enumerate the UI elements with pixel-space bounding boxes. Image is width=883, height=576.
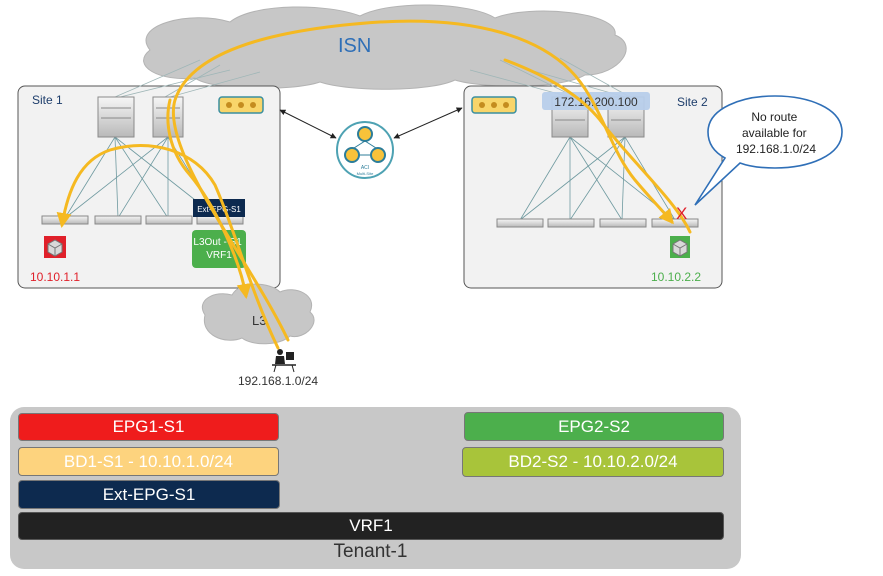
bd2-s2-bar: BD2-S2 - 10.10.2.0/24 — [462, 447, 724, 477]
flow-ext-to-site1 — [56, 143, 280, 350]
vrf1-bar: VRF1 — [18, 512, 724, 540]
isn-label: ISN — [338, 35, 371, 57]
ext-epg-s1-bar: Ext-EPG-S1 — [18, 480, 280, 509]
flow-site1-spine — [166, 98, 252, 299]
multisite-orchestrator-icon — [336, 121, 394, 179]
no-route-callout-text: No route available for 192.168.1.0/24 — [736, 110, 816, 156]
site2-leaf-2 — [547, 218, 595, 228]
site2-apic-icon — [471, 96, 517, 114]
flow-site2-return — [503, 58, 692, 234]
epg2-s2-bar: EPG2-S2 — [464, 412, 724, 441]
orchestrator-link-site1 — [279, 109, 337, 139]
orchestrator-label-line2: Multi-Site — [357, 171, 374, 176]
site2-leaf-3 — [599, 218, 647, 228]
site1-apic-icon — [218, 96, 264, 114]
site1-leaf-3 — [145, 215, 193, 225]
tenant-label: Tenant-1 — [333, 541, 408, 562]
site2-endpoint-ip: 10.10.2.2 — [651, 270, 701, 284]
external-host-icon — [272, 349, 296, 373]
orchestrator-link-site2 — [393, 107, 463, 139]
site1-label: Site 1 — [32, 93, 63, 107]
site1-ext-epg-label: Ext-EPG-S1 — [197, 205, 241, 214]
epg1-s1-bar: EPG1-S1 — [18, 413, 279, 441]
site2-container — [463, 85, 723, 289]
site2-leaf-4 — [651, 218, 699, 228]
site1-leaf-1 — [41, 215, 89, 225]
bd1-s1-bar: BD1-S1 - 10.10.1.0/24 — [18, 447, 279, 476]
site1-endpoint-ip: 10.10.1.1 — [30, 270, 80, 284]
no-route-callout — [694, 95, 843, 206]
site1-ext-epg-box — [193, 199, 245, 217]
site2-leaf-1 — [496, 218, 544, 228]
l3-cloud — [202, 283, 315, 345]
isn-uplinks — [114, 57, 631, 98]
site1-spine-1 — [97, 96, 135, 138]
site1-l3out-box — [192, 230, 246, 268]
site2-ip-highlight — [542, 92, 650, 110]
site1-leaf-2 — [94, 215, 142, 225]
orchestrator-label-line1: ACI — [361, 165, 369, 171]
site2-endpoint-icon — [670, 236, 690, 258]
traffic-flows — [56, 19, 692, 350]
external-subnet-label: 192.168.1.0/24 — [238, 374, 318, 388]
site1-l3out-label: L3Out - S1 VRF1 — [193, 237, 244, 261]
site2-label: Site 2 — [677, 95, 708, 109]
route-fail-mark: X — [676, 204, 687, 223]
site1-endpoint-icon — [44, 236, 66, 258]
site2-ip-label: 172.16.200.100 — [554, 95, 638, 109]
